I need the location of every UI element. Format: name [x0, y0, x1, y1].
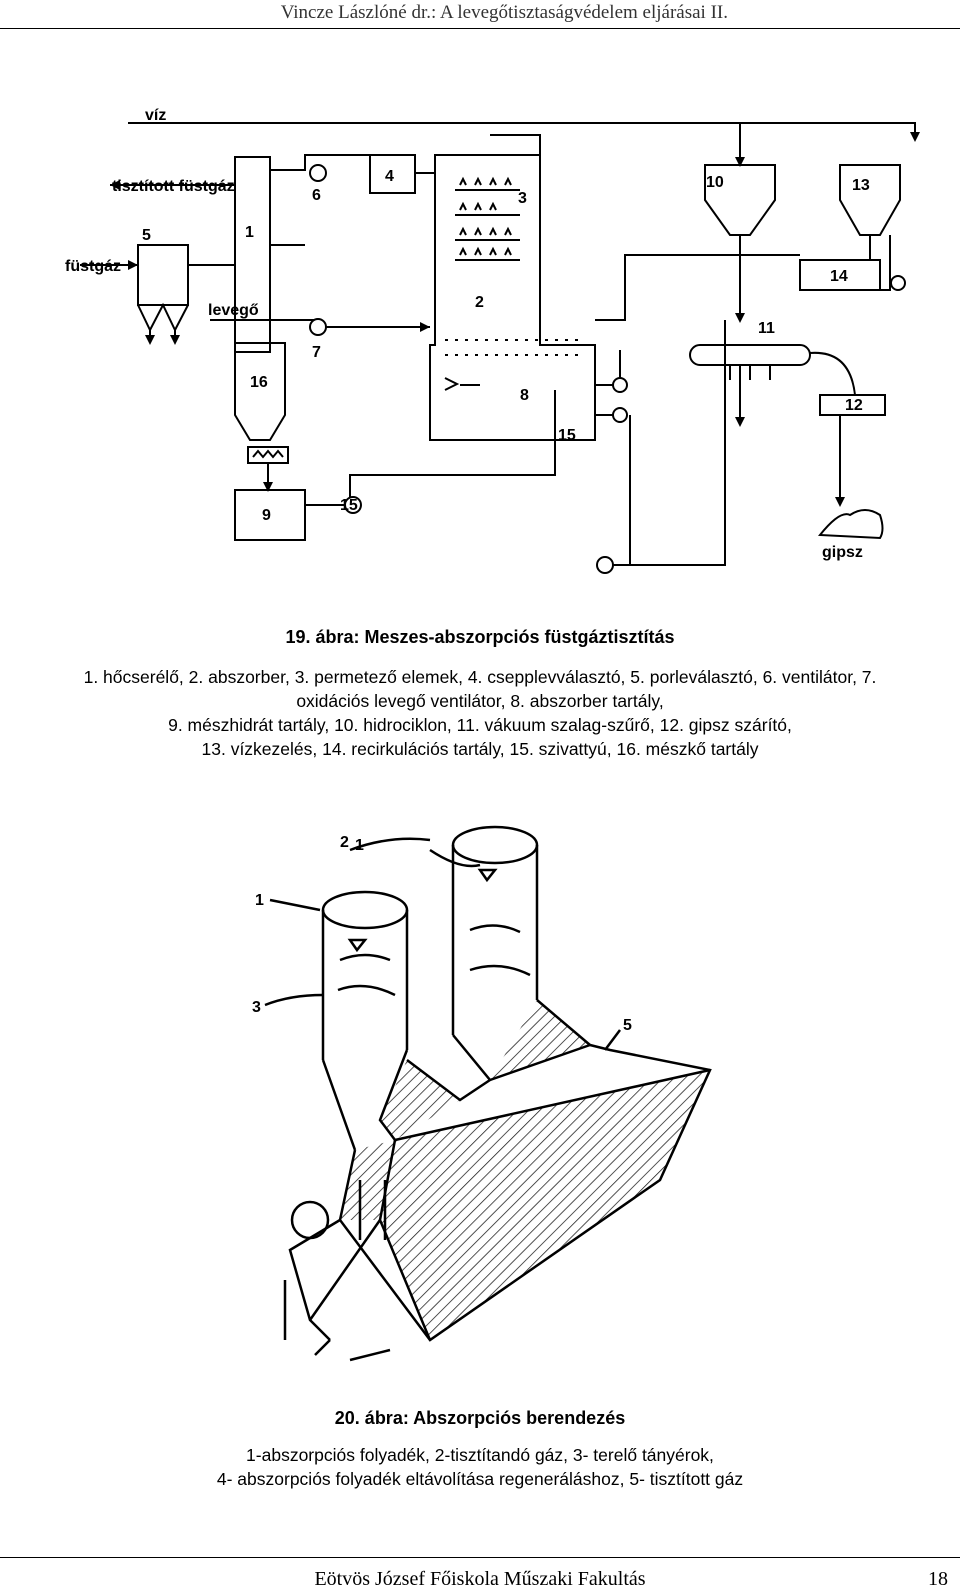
fig2-label-3: 3	[252, 999, 261, 1016]
figure-19-caption-line: 1. hőcserélő, 2. abszorber, 3. permetező…	[83, 667, 877, 687]
label-gypsum: gipsz	[822, 544, 863, 561]
label-flue-gas: füstgáz	[65, 258, 121, 275]
label-n15a: 15	[558, 427, 576, 444]
figure-19-caption-line: 13. vízkezelés, 14. recirkulációs tartál…	[201, 739, 759, 759]
label-n4: 4	[385, 168, 394, 185]
figure-19-caption-line: oxidációs levegő ventilátor, 8. abszorbe…	[296, 691, 664, 711]
label-n11: 11	[758, 320, 775, 337]
label-n2: 2	[475, 294, 484, 311]
label-n10: 10	[706, 174, 724, 191]
fig2-label-5: 5	[623, 1017, 632, 1034]
header-text: Vincze Lászlóné dr.: A levegőtisztaságvé…	[280, 2, 728, 23]
figure-19-title: 19. ábra: Meszes-abszorpciós füstgáztisz…	[285, 627, 675, 647]
figure-19-caption-line: 9. mészhidrát tartály, 10. hidrociklon, …	[168, 715, 792, 735]
page-number: 18	[928, 1568, 948, 1590]
figure-20-caption-line: 4- abszorpciós folyadék eltávolítása reg…	[216, 1469, 744, 1489]
label-air: levegő	[208, 302, 259, 319]
label-n3: 3	[518, 190, 527, 207]
label-n16: 16	[250, 374, 268, 391]
label-n7: 7	[312, 344, 321, 361]
fig2-label-2: 2	[340, 834, 349, 851]
label-n1: 1	[245, 224, 254, 241]
label-n9: 9	[262, 507, 271, 524]
label-cleaned-gas: tisztított füstgáz	[112, 178, 235, 195]
page-header: Vincze Lászlóné dr.: A levegőtisztaságvé…	[0, 0, 960, 29]
label-n13: 13	[852, 177, 870, 194]
label-n14: 14	[830, 268, 848, 285]
label-water: víz	[145, 107, 166, 124]
figure-20-apparatus-sketch: 1 1 2 3 5	[252, 825, 712, 1362]
page-footer: Eötvös József Főiskola Műszaki Fakultás …	[0, 1557, 960, 1593]
figure-20-caption: 1-abszorpciós folyadék, 2-tisztítandó gá…	[0, 1443, 960, 1491]
label-n5: 5	[142, 227, 151, 244]
fig2-label-1a: 1	[255, 892, 264, 909]
fig2-label-1b: 1	[355, 837, 364, 854]
figure-19-caption: 1. hőcserélő, 2. abszorber, 3. permetező…	[0, 665, 960, 761]
label-n15b: 15	[340, 497, 358, 514]
figure-19-process-diagram: víz tisztított füstgáz füstgáz levegő gi…	[65, 107, 920, 574]
footer-text: Eötvös József Főiskola Műszaki Fakultás	[314, 1568, 646, 1590]
figure-20-title: 20. ábra: Abszorpciós berendezés	[334, 1408, 626, 1428]
label-n6: 6	[312, 187, 321, 204]
label-n12: 12	[845, 397, 863, 414]
label-n8: 8	[520, 387, 529, 404]
figure-20-caption-line: 1-abszorpciós folyadék, 2-tisztítandó gá…	[246, 1445, 714, 1465]
